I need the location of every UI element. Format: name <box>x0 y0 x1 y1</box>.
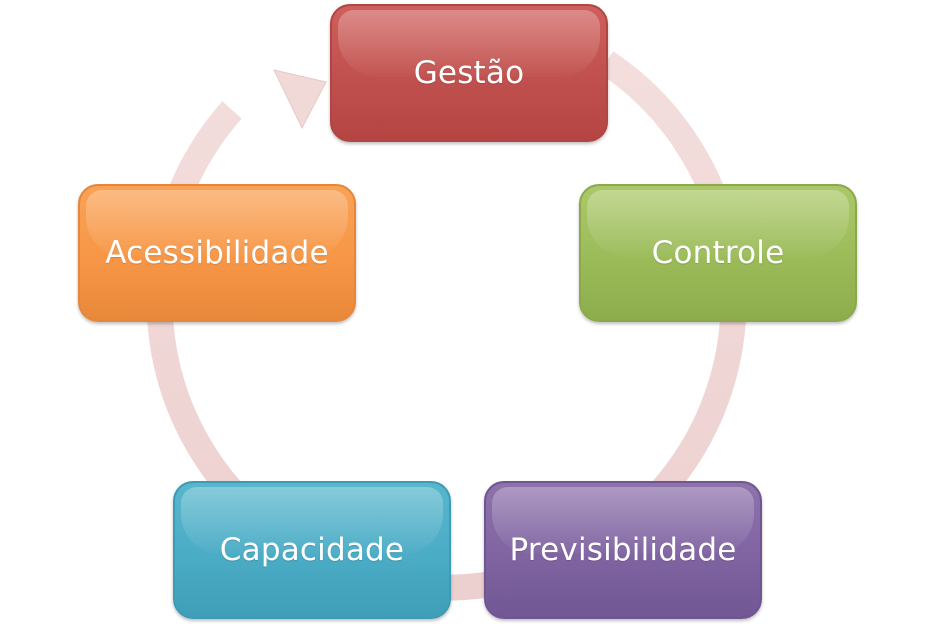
node-controle-label: Controle <box>651 235 785 271</box>
node-acessibilidade-label: Acessibilidade <box>105 235 329 271</box>
node-previsibilidade-label: Previsibilidade <box>509 532 737 568</box>
node-previsibilidade: Previsibilidade <box>484 481 762 619</box>
node-capacidade: Capacidade <box>173 481 451 619</box>
cycle-arrow-head <box>273 69 327 130</box>
node-controle: Controle <box>579 184 857 322</box>
node-capacidade-label: Capacidade <box>219 532 405 568</box>
node-acessibilidade: Acessibilidade <box>78 184 356 322</box>
node-gestao-label: Gestão <box>413 55 525 91</box>
node-gestao: Gestão <box>330 4 608 142</box>
